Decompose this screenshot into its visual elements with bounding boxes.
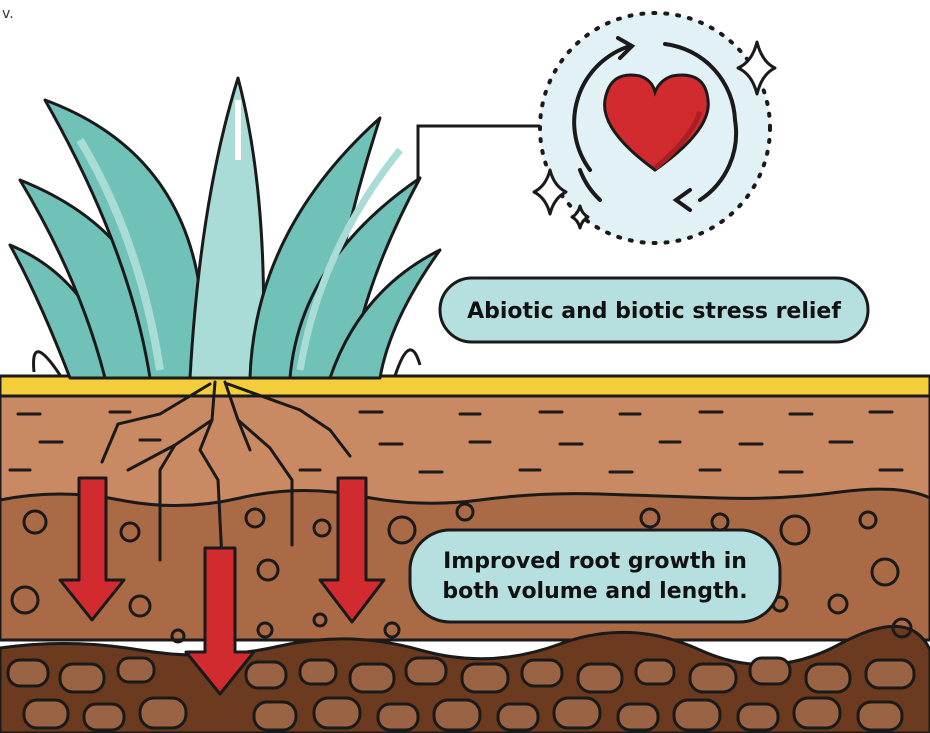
health-badge — [540, 13, 770, 243]
soil-upper-layer — [0, 392, 930, 512]
stress-relief-text: Abiotic and biotic stress relief — [467, 299, 841, 324]
root-growth-label: Improved root growth in both volume and … — [410, 530, 780, 622]
plant-leaves — [10, 78, 440, 378]
corner-text-fragment: v. — [2, 6, 14, 22]
stress-relief-label: Abiotic and biotic stress relief — [440, 278, 868, 342]
root-growth-text-line2: both volume and length. — [442, 579, 747, 604]
root-growth-text-line1: Improved root growth in — [443, 549, 747, 574]
connector-line — [418, 126, 540, 180]
